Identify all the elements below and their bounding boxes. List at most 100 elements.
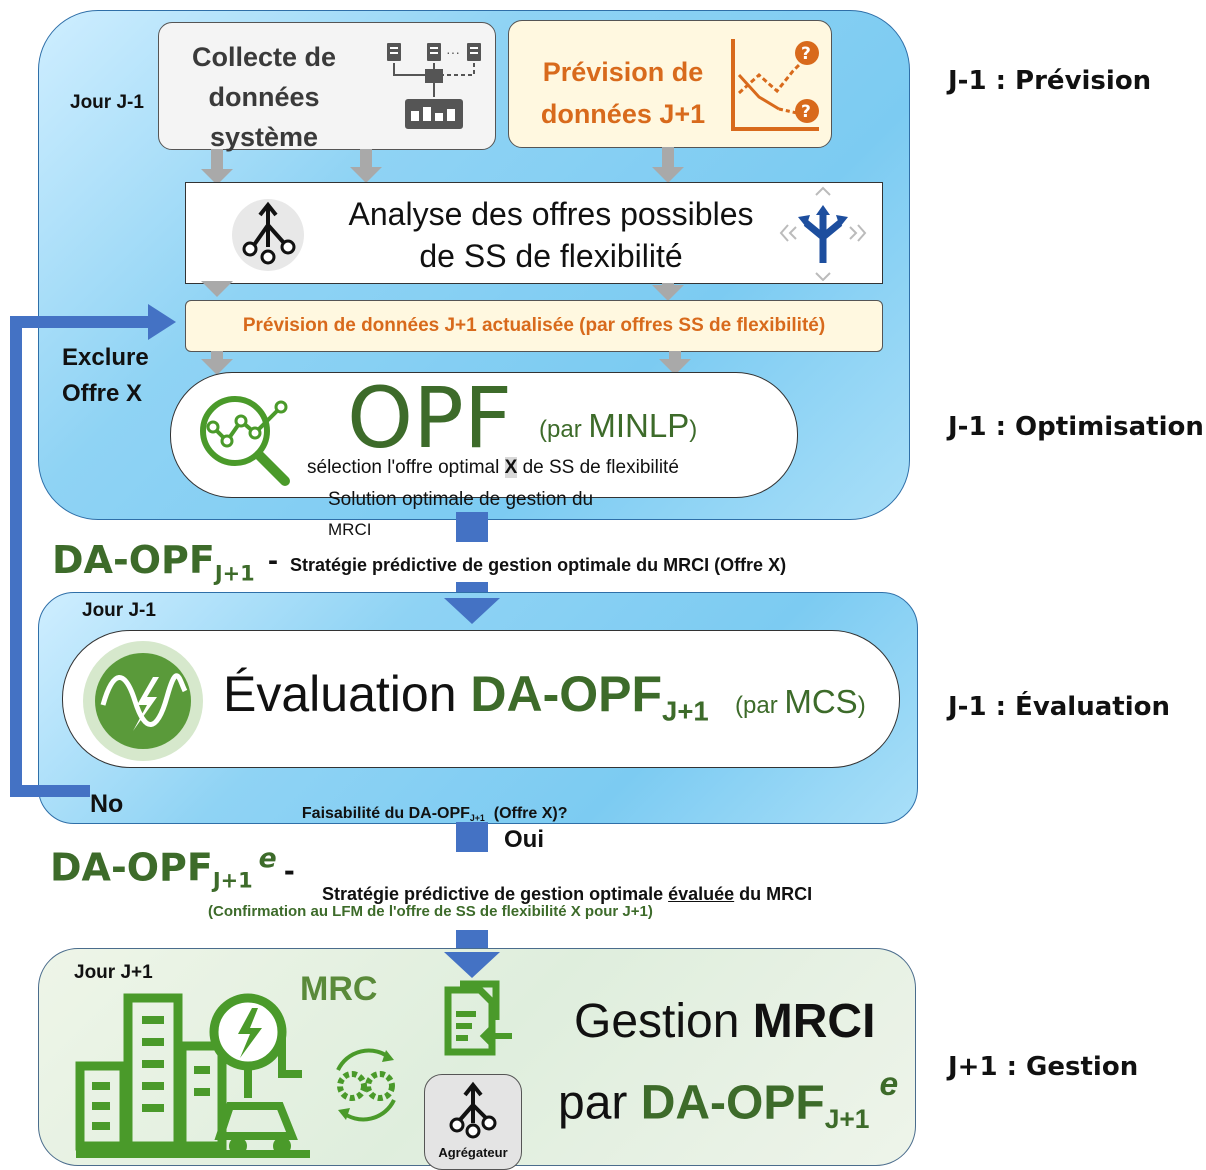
gestion-word: Gestion — [574, 995, 753, 1048]
flow-arrow-oui — [456, 822, 488, 852]
daopf1-dash: - — [268, 544, 278, 577]
daopf2-title: DA-OPFJ+1e — [50, 843, 277, 893]
arrow-collecte-right — [350, 149, 382, 183]
prevision-actualisee-text: Prévision de données J+1 actualisée (par… — [242, 315, 826, 336]
daopf2-desc: Stratégie prédictive de gestion optimale… — [312, 863, 812, 905]
par-sub: J+1 — [824, 1103, 870, 1134]
flow-arrow-daopf1-head-top — [444, 598, 500, 624]
gestion-line2: par DA-OPFJ+1 e — [558, 1066, 898, 1135]
daopf2-desc-underlined: évaluée — [668, 884, 735, 904]
analytics-magnifier-icon — [200, 396, 290, 486]
oui-label: Oui — [504, 826, 544, 853]
gears-cycle-icon — [336, 1048, 396, 1122]
par-word: par — [558, 1076, 641, 1130]
opf-solution-text: Solution optimale de gestion du MRCI — [328, 485, 593, 545]
eval-method-label: (par MCS) — [735, 683, 866, 721]
opf-sel-pre: sélection l'offre optimal — [307, 457, 505, 478]
document-exchange-icon — [444, 980, 512, 1056]
analyse-box: Analyse des offres possibles de SS de fl… — [185, 182, 883, 284]
arrow-actualisee-left — [201, 351, 233, 375]
agregateur-label: Agrégateur — [438, 1145, 508, 1160]
eval-close: ) — [857, 692, 866, 719]
feedback-loop-bottom — [10, 785, 90, 797]
evaluation-title: Évaluation DA-OPFJ+1 — [223, 665, 709, 728]
daopf1-sub: J+1 — [214, 561, 255, 586]
feasibility-question: Faisabilité du DA-OPFJ+1 (Offre X)? — [293, 787, 568, 823]
side-label-optimisation: J-1 : Optimisation — [948, 412, 1204, 442]
stage3-jour-label: Jour J+1 — [74, 962, 153, 983]
feas-sub: J+1 — [469, 813, 485, 824]
smart-city-icon — [75, 993, 310, 1158]
directions-icon — [779, 186, 867, 281]
feas-pre: Faisabilité du DA-OPF — [301, 805, 470, 822]
exclure-line2: Offre X — [62, 380, 143, 407]
forecast-chart-icon: ? ? — [731, 39, 819, 131]
eval-par: (par — [735, 692, 785, 719]
opf-sel-x: X — [504, 457, 518, 478]
daopf2-main: DA-OPF — [50, 845, 213, 890]
feedback-loop-top — [10, 316, 150, 328]
prevision-line2: données J+1 — [540, 99, 706, 129]
feedback-arrow-head — [148, 304, 176, 340]
eval-word: Évaluation — [223, 666, 471, 722]
par-sup: e — [879, 1066, 899, 1103]
opf-title: OPF — [347, 369, 513, 467]
analyse-line2: de SS de flexibilité — [419, 238, 683, 274]
arrow-prevision — [652, 147, 684, 183]
eval-sub: J+1 — [662, 695, 709, 727]
data-collection-icon: ··· — [387, 43, 481, 129]
no-label: No — [90, 790, 124, 818]
feedback-loop-vertical — [10, 316, 22, 797]
opf-selection-text: sélection l'offre optimal X de SS de fle… — [307, 457, 679, 479]
gestion-line1: Gestion MRCI — [574, 994, 875, 1049]
opf-method-label: (par MINLP) — [539, 407, 697, 445]
feas-post: (Offre X)? — [484, 805, 568, 822]
exclure-label: Exclure Offre X — [62, 340, 149, 412]
daopf1-title: DA-OPFJ+1 — [52, 538, 255, 585]
eval-main: DA-OPF — [470, 666, 663, 722]
side-label-gestion: J+1 : Gestion — [948, 1052, 1139, 1082]
opf-solution-line2: MRCI — [328, 520, 372, 539]
daopf1-main: DA-OPF — [52, 538, 215, 582]
agregateur-box: Agrégateur — [424, 1074, 522, 1170]
opf-par: (par — [539, 416, 589, 443]
prevision-box: Prévision de données J+1 ? ? — [508, 20, 832, 148]
flow-arrow-opf — [456, 512, 488, 542]
opf-box: OPF (par MINLP) sélection l'offre optima… — [170, 372, 798, 498]
electrical-wave-icon — [83, 641, 203, 761]
mrc-label: MRC — [300, 970, 378, 1008]
flow-arrow-gestion-head-top — [444, 952, 500, 978]
daopf2-confirmation: (Confirmation au LFM de l'offre de SS de… — [208, 903, 653, 920]
branching-network-icon — [232, 199, 304, 271]
svg-text:···: ··· — [446, 44, 460, 60]
collecte-line3: système — [209, 122, 319, 152]
opf-method: MINLP — [588, 407, 690, 444]
exclure-line1: Exclure — [62, 344, 149, 371]
side-label-evaluation: J-1 : Évaluation — [948, 692, 1170, 722]
daopf2-desc-post: du MRCI — [734, 884, 813, 904]
eval-method: MCS — [784, 683, 858, 720]
svg-text:?: ? — [801, 44, 811, 64]
daopf2-dash: - — [284, 852, 295, 888]
daopf1-desc: Stratégie prédictive de gestion optimale… — [290, 555, 787, 575]
arrow-collecte-left — [201, 149, 233, 185]
collecte-box: Collecte de données système ··· — [158, 22, 496, 152]
svg-text:?: ? — [801, 102, 811, 122]
prevision-line1: Prévision de — [542, 57, 704, 87]
stage2-jour-label: Jour J-1 — [82, 600, 156, 621]
opf-close: ) — [689, 416, 698, 443]
arrow-analyse-right — [652, 283, 684, 301]
side-label-prevision: J-1 : Prévision — [948, 66, 1152, 96]
daopf2-sub: J+1 — [212, 868, 253, 893]
evaluation-box: Évaluation DA-OPFJ+1 (par MCS) — [62, 630, 900, 768]
par-main: DA-OPF — [640, 1076, 825, 1130]
daopf2-desc-pre: Stratégie prédictive de gestion optimale — [322, 884, 669, 904]
analyse-line1: Analyse des offres possibles — [348, 196, 754, 232]
aggregator-network-icon — [449, 1081, 497, 1139]
collecte-line2: données — [208, 82, 320, 112]
arrow-actualisee-right — [659, 351, 691, 375]
opf-sel-post: de SS de flexibilité — [517, 457, 679, 478]
opf-solution-line1: Solution optimale de gestion du — [328, 489, 594, 510]
collecte-line1: Collecte de — [191, 42, 337, 72]
daopf2-sup: e — [258, 843, 277, 874]
